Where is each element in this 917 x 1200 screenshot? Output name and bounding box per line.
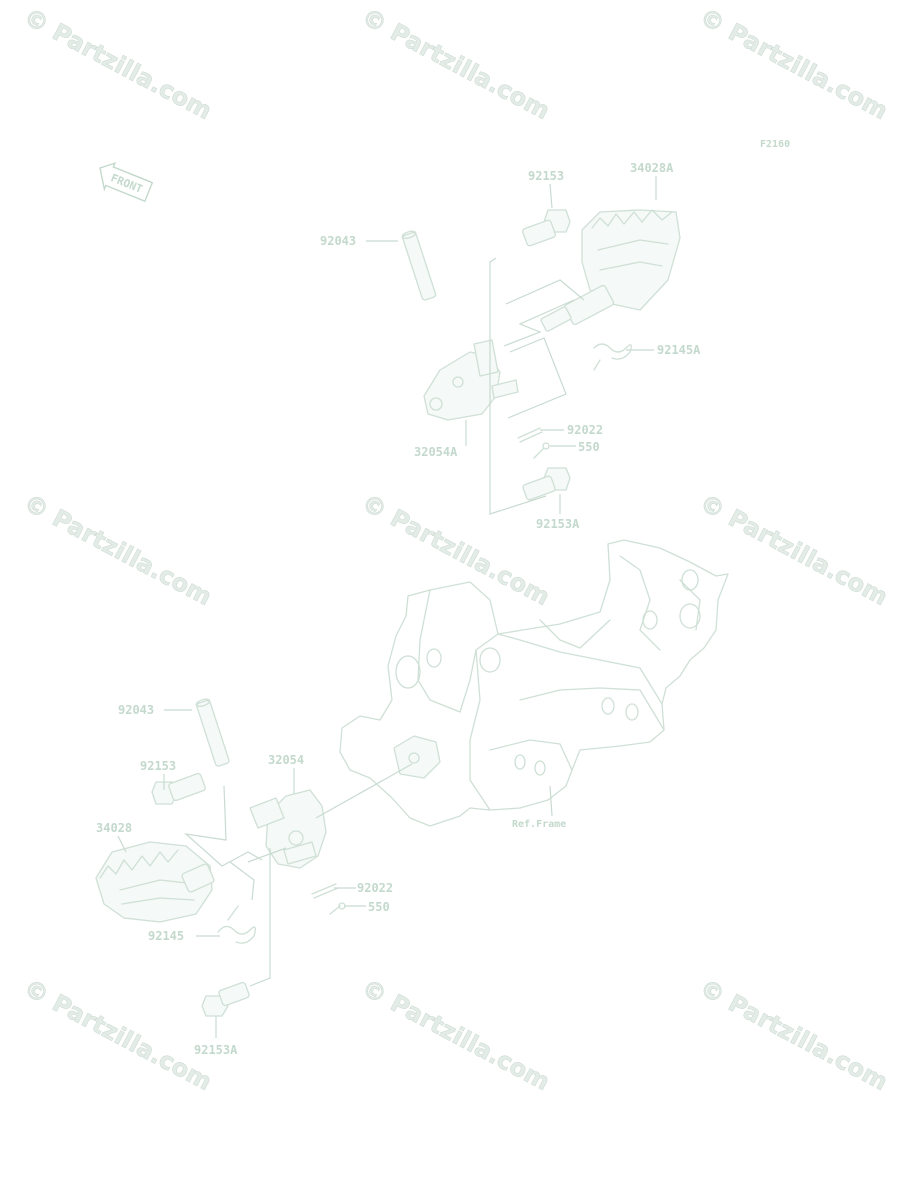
label-550-bottom: 550 — [368, 900, 390, 914]
front-arrow-icon: FRONT — [99, 162, 154, 203]
washer-550-bottom — [329, 902, 346, 915]
label-92153A-bottom: 92153A — [194, 1043, 238, 1057]
figure-code: F2160 — [760, 139, 790, 150]
label-92153-top: 92153 — [528, 169, 564, 183]
watermark: © Partzilla.com — [19, 3, 216, 126]
bottom-assembly — [95, 698, 413, 1038]
watermark: © Partzilla.com — [695, 3, 892, 126]
label-92153A-top: 92153A — [536, 517, 580, 531]
label-ref-frame: Ref.Frame — [512, 819, 566, 830]
label-32054A: 32054A — [414, 445, 458, 459]
bolt-92153A-top — [522, 467, 571, 501]
watermark: © Partzilla.com — [695, 489, 892, 612]
pin-92043-top — [401, 230, 437, 301]
bracket-32054A — [423, 339, 519, 421]
label-92145A: 92145A — [657, 343, 701, 357]
footpeg-34028 — [95, 841, 215, 923]
washer-550-top — [533, 442, 550, 459]
guide-lines-top — [489, 257, 585, 515]
pin-92043-bottom — [195, 698, 230, 767]
bolt-92153-top — [522, 209, 571, 247]
label-550-top: 550 — [578, 440, 600, 454]
watermark: © Partzilla.com — [357, 974, 554, 1097]
label-92153-bottom: 92153 — [140, 759, 176, 773]
label-32054: 32054 — [268, 753, 304, 767]
bracket-32054 — [249, 789, 327, 869]
bolt-92153A-bottom — [201, 981, 250, 1017]
label-92043-bottom: 92043 — [118, 703, 154, 717]
label-34028: 34028 — [96, 821, 132, 835]
watermark: © Partzilla.com — [19, 974, 216, 1097]
top-assembly — [366, 176, 681, 515]
label-92022-top: 92022 — [567, 423, 603, 437]
bolt-92153-bottom — [151, 772, 206, 805]
cotter-pin-92022-top — [517, 427, 543, 443]
spring-92145 — [217, 905, 256, 944]
cotter-pin-92022-bottom — [311, 883, 339, 899]
watermark: © Partzilla.com — [19, 489, 216, 612]
guide-lines-bottom — [184, 763, 413, 987]
watermark: © Partzilla.com — [357, 489, 554, 612]
watermark: © Partzilla.com — [695, 974, 892, 1097]
watermark: © Partzilla.com — [357, 3, 554, 126]
spring-92145A — [593, 343, 632, 371]
label-92043-top: 92043 — [320, 234, 356, 248]
label-34028A: 34028A — [630, 161, 674, 175]
label-92145: 92145 — [148, 929, 184, 943]
footpeg-34028A — [540, 209, 681, 332]
label-92022-bottom: 92022 — [357, 881, 393, 895]
